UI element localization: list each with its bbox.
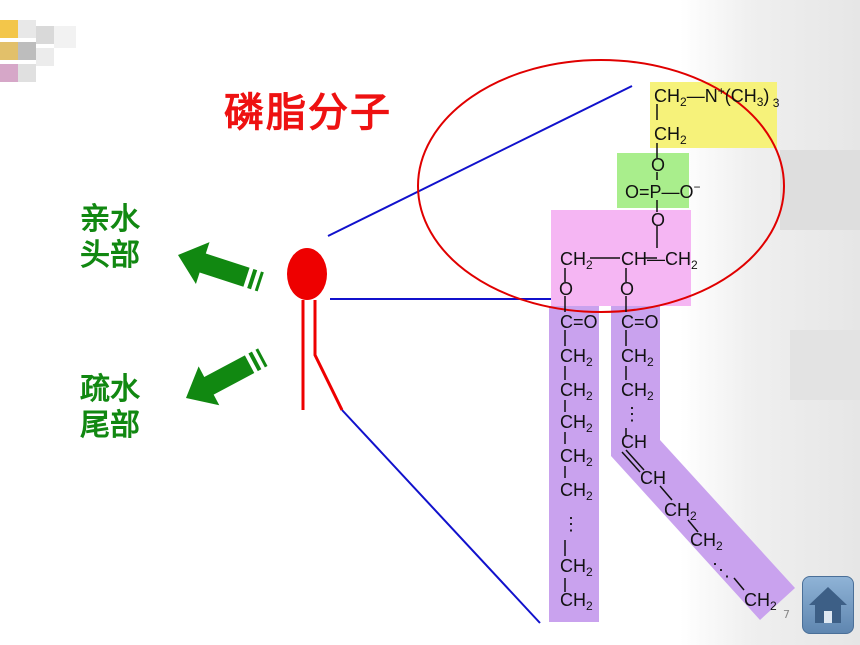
background-square [790, 330, 860, 400]
svg-text:CH2: CH2 [560, 412, 593, 435]
chemical-formula: CH2—N+(CH3) 3 CH2 O O=P—O− O CH2 CH—CH2 … [559, 84, 780, 613]
svg-text:CH2: CH2 [621, 346, 654, 369]
svg-text:⋮: ⋮ [562, 514, 580, 534]
page-title: 磷脂分子 [224, 90, 392, 136]
svg-text:CH2: CH2 [560, 446, 593, 469]
glycerol-box [551, 210, 691, 306]
background-square [780, 150, 860, 230]
svg-text:CH2: CH2 [690, 530, 723, 553]
svg-text:CH2—N+(CH3) 3: CH2—N+(CH3) 3 [654, 84, 780, 110]
svg-text:⋱: ⋱ [712, 560, 730, 580]
phosphate-box [617, 153, 689, 208]
fatty-acid-chain-2 [611, 306, 795, 620]
chemical-bonds [564, 104, 745, 592]
svg-text:CH: CH [640, 468, 666, 488]
svg-text:CH: CH [621, 432, 647, 452]
svg-text:CH2: CH2 [560, 556, 593, 579]
svg-text:CH2: CH2 [654, 124, 687, 147]
svg-text:CH2: CH2 [621, 380, 654, 403]
svg-text:CH—CH2: CH—CH2 [621, 249, 698, 272]
svg-text:CH2: CH2 [560, 249, 593, 272]
label-line: 尾部 [80, 408, 140, 443]
hydrophobic-tail-label: 疏水 尾部 [80, 372, 170, 444]
connector-line [341, 409, 541, 624]
svg-text:⋮: ⋮ [623, 404, 641, 424]
svg-text:O: O [620, 279, 634, 299]
svg-text:O: O [651, 210, 665, 230]
label-line: 头部 [80, 238, 140, 273]
svg-text:CH2: CH2 [560, 590, 593, 613]
head-highlight-ellipse [417, 59, 785, 313]
svg-text:O=P—O−: O=P—O− [625, 180, 701, 202]
home-icon [809, 587, 847, 623]
svg-text:CH2: CH2 [560, 380, 593, 403]
phospholipid-head-icon [287, 248, 327, 300]
arrow-left-icon [178, 242, 264, 292]
arrow-left-icon [186, 348, 268, 406]
svg-text:C=O: C=O [621, 312, 659, 332]
svg-text:O: O [651, 155, 665, 175]
svg-text:CH2: CH2 [664, 500, 697, 523]
connector-line [327, 85, 633, 237]
svg-text:CH2: CH2 [560, 480, 593, 503]
phospholipid-tail-icon [313, 300, 344, 411]
svg-text:O: O [559, 279, 573, 299]
hydrophilic-head-label: 亲水 头部 [80, 202, 170, 274]
page-number: 7 [783, 608, 790, 621]
corner-decoration [0, 20, 80, 82]
home-button[interactable] [802, 576, 854, 634]
svg-text:CH2: CH2 [560, 346, 593, 369]
svg-text:CH2: CH2 [744, 590, 777, 613]
label-line: 亲水 [80, 202, 140, 237]
svg-text:C=O: C=O [560, 312, 598, 332]
fatty-acid-chain-1 [549, 306, 599, 622]
label-line: 疏水 [80, 372, 140, 407]
choline-box [650, 82, 777, 148]
